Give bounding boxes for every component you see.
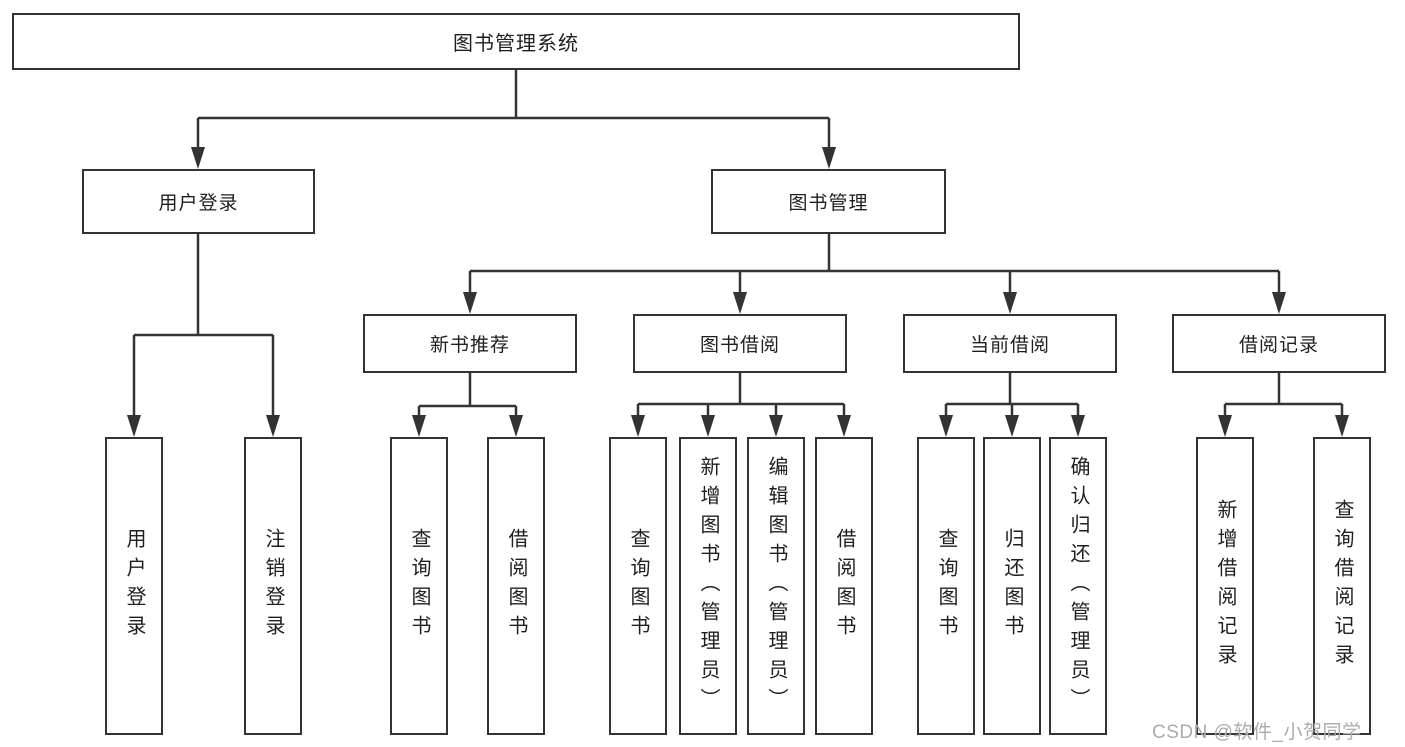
- arrow-down-icon: [509, 415, 523, 437]
- leaf-current-query-books: 查询图书: [917, 437, 975, 735]
- arrow-down-icon: [822, 147, 836, 169]
- leaf-current-confirm-return-admin: 确认归还（管理员）: [1049, 437, 1107, 735]
- node-label: 查询图书: [935, 528, 957, 644]
- arrow-down-icon: [1335, 415, 1349, 437]
- arrow-down-icon: [127, 415, 141, 437]
- node-book-management-group: 图书管理: [711, 169, 946, 234]
- arrow-down-icon: [412, 415, 426, 437]
- node-book-borrow: 图书借阅: [633, 314, 847, 373]
- node-label: 新增借阅记录: [1214, 499, 1236, 673]
- arrow-down-icon: [1071, 415, 1085, 437]
- leaf-borrow-edit-books-admin: 编辑图书（管理员）: [747, 437, 805, 735]
- node-borrow-records: 借阅记录: [1172, 314, 1386, 373]
- leaf-user-login: 用户登录: [105, 437, 163, 735]
- leaf-logout: 注销登录: [244, 437, 302, 735]
- arrow-down-icon: [631, 415, 645, 437]
- leaf-current-return-books: 归还图书: [983, 437, 1041, 735]
- arrow-down-icon: [837, 415, 851, 437]
- node-label: 图书管理系统: [453, 33, 579, 55]
- node-label: 当前借阅: [969, 335, 1050, 356]
- leaf-borrow-borrow-books: 借阅图书: [815, 437, 873, 735]
- arrow-down-icon: [1272, 292, 1286, 314]
- node-label: 借阅图书: [833, 528, 855, 644]
- node-label: 查询图书: [627, 528, 649, 644]
- leaf-borrow-add-books-admin: 新增图书（管理员）: [679, 437, 737, 735]
- node-label: 借阅图书: [505, 528, 527, 644]
- node-current-borrow: 当前借阅: [903, 314, 1117, 373]
- node-label: 归还图书: [1001, 528, 1023, 644]
- node-label: 注销登录: [262, 528, 284, 644]
- arrow-down-icon: [1218, 415, 1232, 437]
- arrow-down-icon: [733, 292, 747, 314]
- arrow-down-icon: [191, 147, 205, 169]
- arrow-down-icon: [701, 415, 715, 437]
- node-label: 用户登录: [158, 193, 239, 214]
- leaf-records-add-borrow-record: 新增借阅记录: [1196, 437, 1254, 735]
- node-label: 用户登录: [123, 528, 145, 644]
- arrow-down-icon: [1003, 292, 1017, 314]
- node-label: 图书管理: [788, 193, 869, 214]
- node-label: 图书借阅: [699, 335, 780, 356]
- node-label: 查询借阅记录: [1331, 499, 1353, 673]
- arrow-down-icon: [769, 415, 783, 437]
- arrow-down-icon: [463, 292, 477, 314]
- node-user-login-group: 用户登录: [82, 169, 315, 234]
- leaf-borrow-query-books: 查询图书: [609, 437, 667, 735]
- node-label: 查询图书: [408, 528, 430, 644]
- node-new-book-recommend: 新书推荐: [363, 314, 577, 373]
- csdn-watermark: CSDN @软件_小贺同学: [1152, 722, 1362, 743]
- node-label: 编辑图书（管理员）: [765, 455, 787, 717]
- node-label: 确认归还（管理员）: [1067, 455, 1089, 717]
- node-library-management-system: 图书管理系统: [12, 13, 1020, 70]
- arrow-down-icon: [939, 415, 953, 437]
- node-label: 借阅记录: [1238, 335, 1319, 356]
- node-label: 新书推荐: [429, 335, 510, 356]
- arrow-down-icon: [266, 415, 280, 437]
- leaf-recommend-borrow-books: 借阅图书: [487, 437, 545, 735]
- arrow-down-icon: [1005, 415, 1019, 437]
- node-label: 新增图书（管理员）: [697, 455, 719, 717]
- leaf-records-query-borrow-record: 查询借阅记录: [1313, 437, 1371, 735]
- leaf-recommend-query-books: 查询图书: [390, 437, 448, 735]
